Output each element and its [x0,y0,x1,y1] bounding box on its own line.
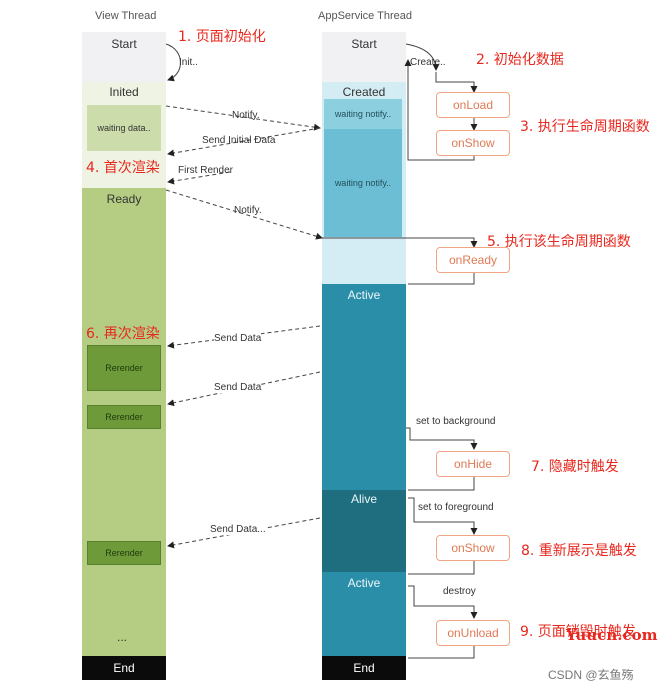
app-start-label: Start [351,37,377,51]
view-waiting-data-label: waiting data.. [97,123,151,133]
view-inited-label: Inited [109,85,139,99]
view-start-state: Start [82,32,166,82]
view-end-label: End [113,661,135,675]
view-end-state: End [82,656,166,680]
lifecycle-flow-3 [404,59,475,161]
first-render-label: First Render [178,165,234,176]
send-initial-data-arrow [167,127,321,157]
onshow-flow-in [408,497,478,535]
first-render-arrow [167,171,231,185]
set-background-label: set to background [416,416,496,427]
onshow-box-2: onShow [436,535,510,561]
send-data-arrow-1 [167,325,321,349]
annotation-5: 5. 执行该生命周期函数 [487,234,631,250]
onload-box: onLoad [436,92,510,118]
site-watermark: Yuucn.com [566,626,658,644]
send-data-label-3: Send Data... [210,524,266,535]
send-data-label-2: Send Data [214,382,262,393]
onshow-flow-out [408,561,475,575]
rerender-label-2: Rerender [105,412,143,422]
onready-flow-in [320,237,478,248]
onhide-box: onHide [436,451,510,477]
init-arrow-label: Init.. [179,57,198,68]
notify-label-1: Notify. [232,110,260,121]
send-initial-data-label: Send Initial Data [202,135,276,146]
app-alive-label: Alive [350,492,377,506]
app-start-state: Start [322,32,406,82]
send-data-label-1: Send Data [214,333,262,344]
notify-label-2: Notify. [234,205,262,216]
app-active-state-2: Active [322,572,406,656]
view-thread-header: View Thread [95,10,157,22]
app-waiting-notify-label-2: waiting notify.. [334,178,392,188]
app-waiting-notify-1: waiting notify.. [324,99,402,129]
ellipsis-indicator: ... [117,630,128,644]
annotation-9: 9. 页面销毁时触发 [520,624,636,640]
view-waiting-data-block: waiting data.. [87,105,161,151]
rerender-block-1: Rerender [87,345,161,391]
view-ready-label: Ready [106,192,142,206]
create-arrow-label: Create.. [410,57,446,68]
rerender-label-3: Rerender [105,548,143,558]
annotation-6: 6. 再次渲染 [86,326,160,342]
app-alive-state: Alive [322,490,406,572]
app-end-label: End [353,661,375,675]
app-end-state: End [322,656,406,680]
rerender-block-2: Rerender [87,405,161,429]
rerender-block-3: Rerender [87,541,161,565]
onunload-flow-in [408,585,478,619]
onready-flow-out [408,273,475,285]
app-active-label-2: Active [347,576,381,590]
notify-arrow-1 [165,105,321,131]
onunload-flow-out [408,646,475,659]
set-foreground-label: set to foreground [418,502,494,513]
annotation-8: 8. 重新展示是触发 [521,543,637,559]
app-active-label: Active [347,288,381,302]
app-active-state: Active [322,284,406,490]
csdn-credit: CSDN @玄鱼殇 [548,668,634,682]
annotation-7: 7. 隐藏时触发 [531,459,619,475]
annotation-1: 1. 页面初始化 [178,29,266,45]
destroy-label: destroy [443,586,476,597]
lifecycle-flow-1 [435,72,478,93]
app-waiting-notify-2: waiting notify.. [324,129,402,237]
onunload-box: onUnload [436,620,510,646]
view-start-label: Start [111,37,137,51]
onhide-flow-in [406,427,478,450]
app-created-label: Created [342,85,386,99]
onready-box: onReady [436,247,510,273]
annotation-4: 4. 首次渲染 [86,160,160,176]
app-waiting-notify-label-1: waiting notify.. [334,109,392,119]
onhide-flow-out [408,477,475,491]
appservice-thread-header: AppService Thread [318,10,412,22]
notify-arrow-2 [165,189,323,240]
create-arrow [405,43,440,71]
init-arrow [165,43,181,82]
annotation-3: 3. 执行生命周期函数 [520,119,650,135]
rerender-label-1: Rerender [105,363,143,373]
annotation-2: 2. 初始化数据 [476,52,564,68]
onshow-box: onShow [436,130,510,156]
